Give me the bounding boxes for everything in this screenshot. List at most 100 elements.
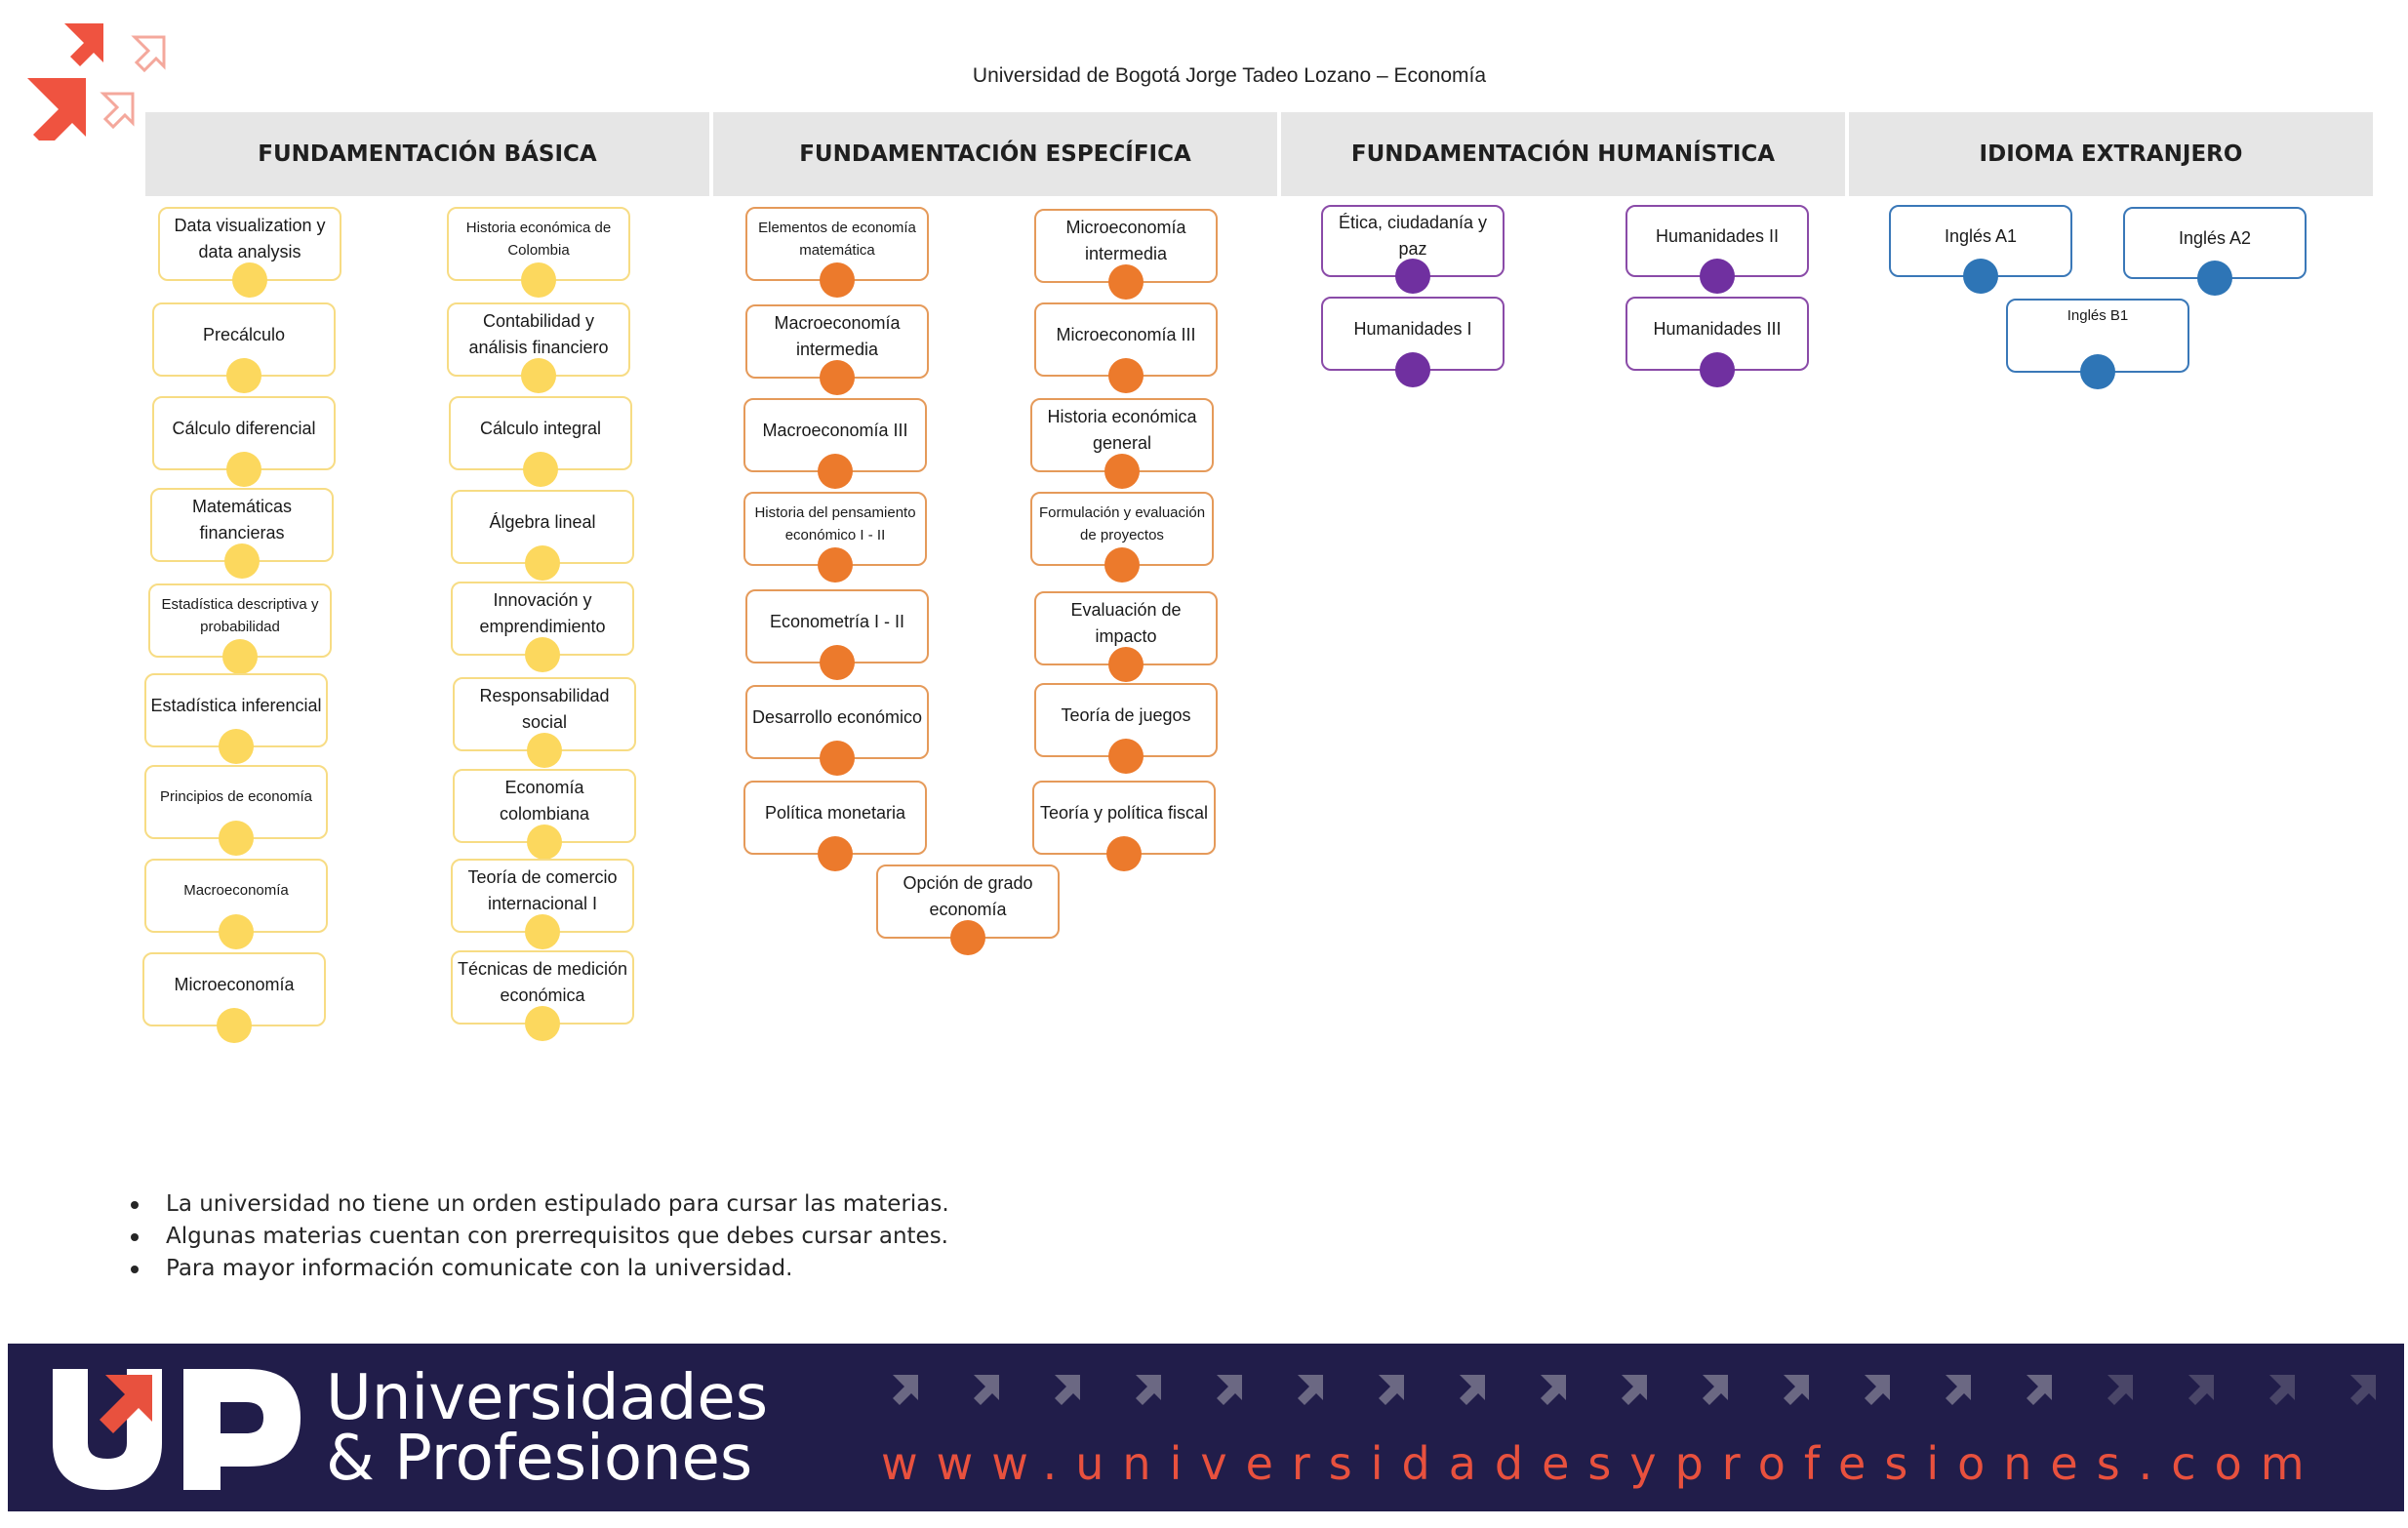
course-card[interactable]: Macroeconomía III [743,398,927,489]
course-card[interactable]: Responsabilidad social [453,677,636,768]
arrow-icon [1460,1375,1485,1405]
course-node-icon [521,358,556,393]
course-card[interactable]: Humanidades II [1625,205,1809,294]
course-card[interactable]: Matemáticas financieras [150,488,334,579]
arrow-icon [2027,1375,2052,1405]
course-card[interactable]: Microeconomía III [1034,302,1218,393]
course-node-icon [2197,261,2232,296]
course-node-icon [1106,836,1142,871]
course-node-icon [820,360,855,395]
course-card[interactable]: Econometría I - II [745,589,929,680]
course-card[interactable]: Evaluación de impacto [1034,591,1218,682]
course-card[interactable]: Estadística inferencial [144,673,328,764]
course-card[interactable]: Humanidades I [1321,297,1505,387]
course-node-icon [818,836,853,871]
arrow-icon [1703,1375,1728,1405]
course-card[interactable]: Teoría de juegos [1034,683,1218,774]
course-label: Historia económica general [1047,407,1197,453]
course-label: Humanidades III [1653,318,1782,339]
course-card[interactable]: Formulación y evaluación de proyectos [1030,492,1214,583]
course-card[interactable]: Ética, ciudadanía y paz [1321,205,1505,294]
arrow-icon [1784,1375,1809,1405]
course-node-icon [226,452,261,487]
course-card[interactable]: Teoría y política fiscal [1032,781,1216,871]
course-node-icon [950,920,985,955]
course-card[interactable]: Macroeconomía [144,859,328,949]
course-label: Macroeconomía intermedia [774,313,901,359]
course-node-icon [527,733,562,768]
course-card[interactable]: Política monetaria [743,781,927,871]
course-label: Estadística inferencial [150,695,322,715]
course-card[interactable]: Cálculo integral [449,396,632,487]
course-label: Opción de grado economía [903,873,1033,919]
course-label: Inglés A1 [1944,225,2018,246]
course-label: Formulación y evaluación de proyectos [1038,503,1206,543]
course-label: Matemáticas financieras [191,497,293,543]
course-label: Desarrollo económico [751,706,923,727]
course-label: Macroeconomía III [762,420,908,440]
course-card[interactable]: Macroeconomía intermedia [745,304,929,395]
arrow-pattern-icon [893,1375,2376,1405]
course-label: Innovación y emprendimiento [479,590,606,636]
course-node-icon [232,262,267,298]
note-item: Para mayor información comunicate con la… [127,1253,949,1285]
course-card[interactable]: Economía colombiana [453,769,636,860]
course-card[interactable]: Principios de economía [144,765,328,856]
course-node-icon [224,543,260,579]
course-label: Teoría de juegos [1061,704,1191,725]
course-card-final[interactable]: Opción de grado economía [876,865,1060,955]
course-label: Historia del pensamiento económico I - I… [754,503,916,543]
course-label: Inglés A2 [2178,227,2252,248]
course-card[interactable]: Microeconomía [142,952,326,1043]
arrow-icon [1379,1375,1404,1405]
arrow-icon [1055,1375,1080,1405]
course-card[interactable]: Contabilidad y análisis financiero [447,302,630,393]
course-label: Política monetaria [764,802,906,823]
course-label: Humanidades II [1655,225,1780,246]
course-card[interactable]: Inglés A1 [1889,205,2072,294]
brand-name-line1: Universidades [326,1362,769,1434]
course-node-icon [1963,259,1998,294]
brand-arrows-icon [27,23,166,141]
category-header-specific: FUNDAMENTACIÓN ESPECÍFICA [713,112,1277,196]
course-label: Historia económica de Colombia [465,219,612,259]
course-card[interactable]: Elementos de economía matemática [745,207,929,298]
website-url[interactable]: www.universidadesyprofesiones.com [881,1437,2323,1490]
course-card[interactable]: Teoría de comercio internacional I [451,859,634,949]
course-label: Humanidades I [1353,318,1472,339]
category-header-basic: FUNDAMENTACIÓN BÁSICA [145,112,709,196]
course-node-icon [525,1006,560,1041]
up-logo-icon [53,1369,301,1490]
course-card[interactable]: Historia económica general [1030,398,1214,489]
course-node-icon [820,262,855,298]
course-card[interactable]: Historia económica de Colombia [447,207,630,298]
course-card[interactable]: Desarrollo económico [745,685,929,776]
course-label: Principios de economía [160,788,312,806]
course-card[interactable]: Estadística descriptiva y probabilidad [148,583,332,674]
arrow-icon [893,1375,918,1405]
arrow-icon [2188,1375,2214,1405]
course-card[interactable]: Historia del pensamiento económico I - I… [743,492,927,583]
course-label: Teoría de comercio internacional I [467,867,618,913]
course-node-icon [222,639,258,674]
course-node-icon [1108,264,1144,300]
arrow-icon [974,1375,999,1405]
course-card[interactable]: Técnicas de medición económica [451,950,634,1041]
course-label: Álgebra lineal [489,511,596,532]
course-node-icon [1700,259,1735,294]
course-label: Evaluación de impacto [1070,600,1182,646]
course-node-icon [217,1008,252,1043]
course-card[interactable]: Humanidades III [1625,297,1809,387]
note-item: Algunas materias cuentan con prerrequisi… [127,1221,949,1253]
course-label: Microeconomía III [1056,324,1196,344]
course-card[interactable]: Microeconomía intermedia [1034,209,1218,300]
course-card[interactable]: Inglés A2 [2123,207,2307,296]
category-header-languages: IDIOMA EXTRANJERO [1849,112,2373,196]
course-card[interactable]: Álgebra lineal [451,490,634,581]
course-card[interactable]: Cálculo diferencial [152,396,336,487]
course-card[interactable]: Innovación y emprendimiento [451,582,634,672]
course-card[interactable]: Inglés B1 [2006,299,2189,389]
course-card[interactable]: Precálculo [152,302,336,393]
course-label: Ética, ciudadanía y paz [1338,213,1488,259]
course-card[interactable]: Data visualization y data analysis [158,207,341,298]
